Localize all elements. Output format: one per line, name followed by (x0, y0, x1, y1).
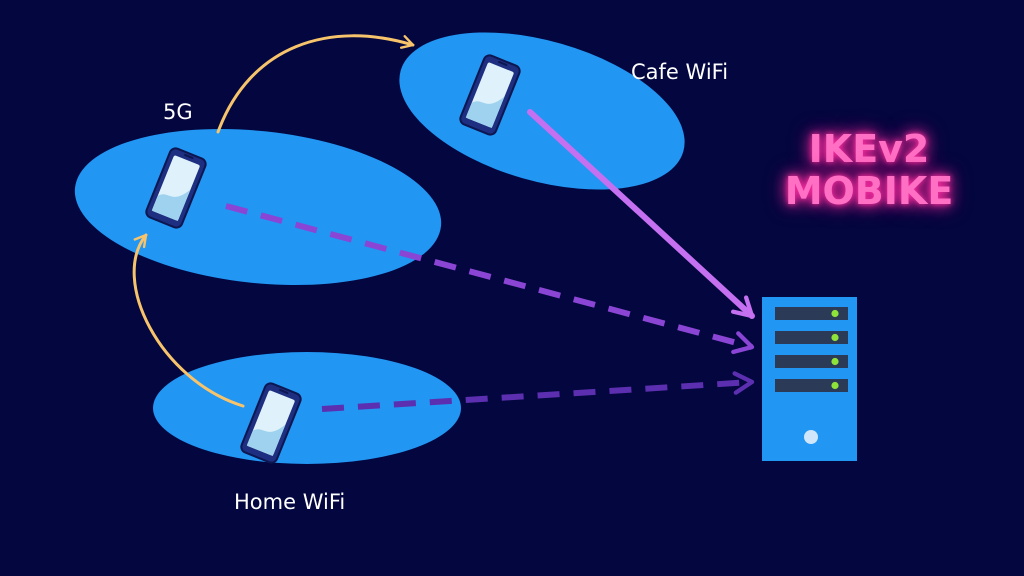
roam-home-to-5g-arrow (132, 233, 245, 408)
cafe-wifi-coverage (399, 32, 685, 190)
five-g-label: 5G (163, 100, 193, 124)
server-rack-icon (762, 297, 857, 461)
cafe-wifi-label: Cafe WiFi (631, 60, 729, 84)
home-wifi-coverage (153, 352, 461, 464)
home-wifi-label: Home WiFi (234, 490, 346, 514)
title-line-1: IKEv2 (808, 127, 930, 171)
diagram-title: IKEv2 MOBIKE (764, 128, 974, 212)
title-line-2: MOBIKE (784, 169, 954, 213)
roam-5g-to-cafe-arrow (216, 34, 415, 134)
five-g-coverage (74, 129, 442, 285)
inactive-tunnel-5g (225, 203, 755, 355)
active-tunnel-cafe (527, 109, 755, 319)
